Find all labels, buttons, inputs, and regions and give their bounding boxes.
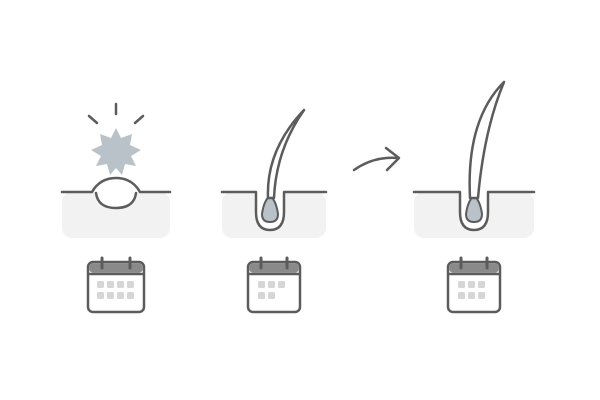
long-hair-icon [468,80,506,200]
hair-follicle-icon [412,190,536,238]
skin-bump-icon [60,176,172,238]
burst-icon [91,128,141,175]
hair-follicle-icon [220,190,328,238]
burst-rays-icon [87,102,145,125]
stage-3 [412,80,536,314]
arrow-right-icon [352,146,401,172]
stage-1 [60,102,172,314]
calendar-icon [246,256,302,314]
short-hair-icon [266,108,306,200]
calendar-icon [446,256,502,314]
stage-2 [220,108,328,314]
calendar-icon [86,256,146,314]
